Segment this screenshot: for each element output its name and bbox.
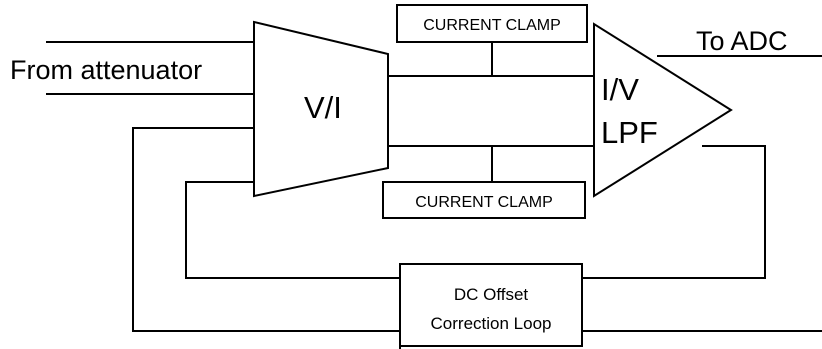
lpf-feedback-wire [581, 145, 766, 279]
clamp-top-label: CURRENT CLAMP [423, 17, 561, 34]
input-label: From attenuator [10, 55, 202, 85]
clamp-bottom-label: CURRENT CLAMP [415, 194, 553, 211]
output-label: To ADC [696, 26, 788, 56]
dc-offset-label-line2: Correction Loop [431, 314, 552, 333]
current-clamp-top-box [396, 4, 588, 43]
iv-label: I/V [601, 72, 639, 107]
vi-label: V/I [304, 90, 342, 125]
lpf-label: LPF [601, 115, 658, 150]
iv-lpf-amplifier-block [593, 22, 733, 198]
vi-converter-block [253, 20, 389, 198]
current-clamp-bottom-box [382, 181, 586, 219]
dc-offset-correction-box [399, 263, 583, 347]
dc-offset-label-line1: DC Offset [454, 285, 529, 304]
inner-feedback-wire [185, 181, 401, 279]
